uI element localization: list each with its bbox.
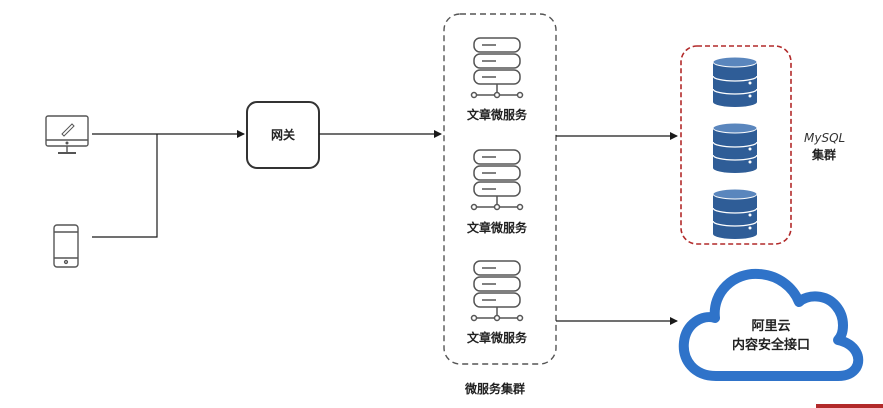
mobile-phone-icon	[53, 224, 79, 268]
service-label: 文章微服务	[467, 107, 528, 122]
server-icon	[470, 37, 524, 99]
service-label: 文章微服务	[467, 220, 528, 235]
service-cluster-border	[443, 13, 557, 365]
service-node: 文章微服务	[467, 149, 528, 235]
mysql-cluster-border	[680, 45, 792, 245]
cloud-label-line2: 内容安全接口	[732, 337, 810, 353]
gateway-label: 网关	[271, 127, 295, 142]
service-label: 文章微服务	[467, 330, 528, 345]
database-icon	[712, 188, 758, 239]
service-node: 文章微服务	[467, 260, 528, 345]
desktop-monitor-icon	[45, 115, 89, 154]
corner-accent	[816, 404, 883, 408]
service-cluster-label: 微服务集群	[464, 381, 525, 396]
mysql-cluster-label-line1: MySQL	[804, 131, 845, 145]
service-node: 文章微服务	[467, 37, 528, 122]
cloud-label-line1: 阿里云	[751, 319, 790, 334]
cloud-icon: 阿里云 内容安全接口	[678, 268, 864, 381]
database-icon	[712, 122, 758, 173]
database-icon	[712, 56, 758, 107]
client-connector-lines	[92, 130, 245, 238]
mysql-cluster-label-line2: 集群	[811, 147, 836, 162]
server-icon	[470, 260, 524, 322]
gateway-node: 网关	[246, 101, 320, 169]
server-icon	[470, 149, 524, 211]
